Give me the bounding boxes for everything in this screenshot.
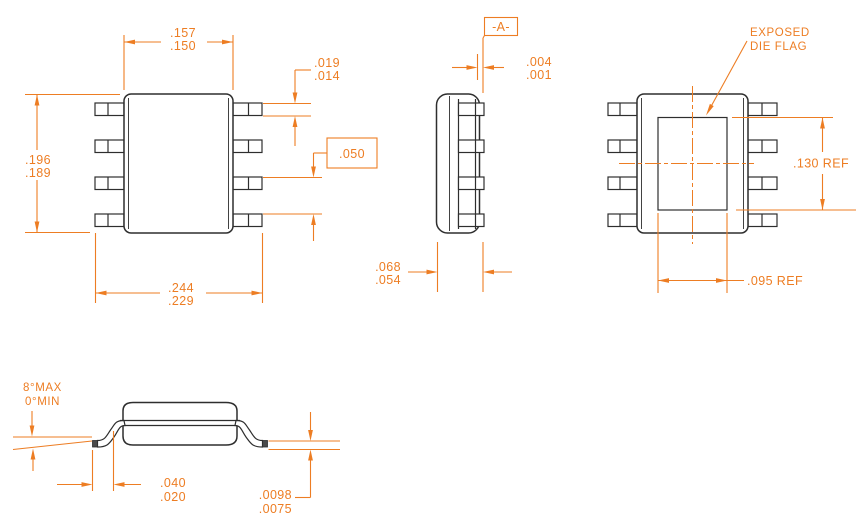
pin [747,139,778,154]
dim-body-length: .196 .189 [25,93,120,234]
exposed-die-flag-callout: EXPOSED DIE FLAG [706,27,810,116]
dim-text: .004 [526,55,552,69]
datum-label: -A- [492,20,510,34]
gullwing-lead-left [96,419,126,448]
dim-text: .196 [25,153,51,167]
pin [94,213,125,228]
dim-text: .050 [339,147,365,161]
package-body [123,93,234,234]
dim-lead-thickness: .0098 .0075 [259,412,340,514]
dim-text: .244 [168,281,194,295]
package-body-profile [122,401,238,446]
pin [747,176,778,191]
dim-text: .0075 [259,502,292,514]
datum-a-flag: -A- [482,16,519,93]
callout-text: EXPOSED [750,27,810,39]
dim-text: .0098 [259,488,292,502]
dim-lead-width: .019 .014 [263,56,340,146]
pin [232,176,263,191]
dim-text: .014 [314,69,340,83]
dim-flag-width: .095 REF [657,213,803,293]
pin [232,139,263,154]
dim-text: .068 [375,260,401,274]
gullwing-lead-right [234,419,264,448]
dim-body-width: .157 .150 [123,26,234,90]
side-view: -A- .004 .001 .068 .054 [375,16,552,292]
dim-tip-to-datum: .004 .001 [452,54,552,82]
dim-text: .229 [168,294,194,308]
profile-view: 8°MAX 0°MIN .040 .020 [12,382,340,514]
callout-text: DIE FLAG [750,41,807,53]
dim-text: .095 REF [747,274,803,288]
dim-text: .040 [160,476,186,490]
dim-text: .019 [314,56,340,70]
dim-text: .130 REF [793,157,849,171]
dim-text: .054 [375,273,401,287]
dim-text: .157 [170,26,196,40]
pin [232,102,263,117]
dim-text: 0°MIN [25,396,60,408]
pin [747,213,778,228]
lead-end [457,176,485,191]
dim-overall-thickness: .068 .054 [375,242,512,292]
dim-lead-angle: 8°MAX 0°MIN [12,382,93,471]
dim-text: .189 [25,166,51,180]
pin [607,213,638,228]
lead-end [457,102,485,117]
lead-tip-cap [262,440,268,448]
pin [747,102,778,117]
bottom-view: EXPOSED DIE FLAG .130 REF .095 REF [607,27,856,293]
lead-end [457,213,485,228]
pin [607,139,638,154]
pin [94,139,125,154]
pin [94,176,125,191]
dim-lead-pitch: .050 [263,137,378,241]
dim-foot-length: .040 .020 [57,431,186,504]
top-view: .157 .150 .196 .189 .244 .229 [25,26,378,308]
pin [232,213,263,228]
lead-tip-cap [92,440,98,448]
dim-text: .150 [170,39,196,53]
dim-text: .001 [526,68,552,82]
pin [607,102,638,117]
dim-lead-span: .244 .229 [94,233,264,308]
lead-end [457,139,485,154]
dim-flag-length: .130 REF [732,116,856,211]
pin [607,176,638,191]
dim-text: .020 [160,490,186,504]
pin-1-hatched [94,102,125,117]
dim-text: 8°MAX [23,382,62,394]
